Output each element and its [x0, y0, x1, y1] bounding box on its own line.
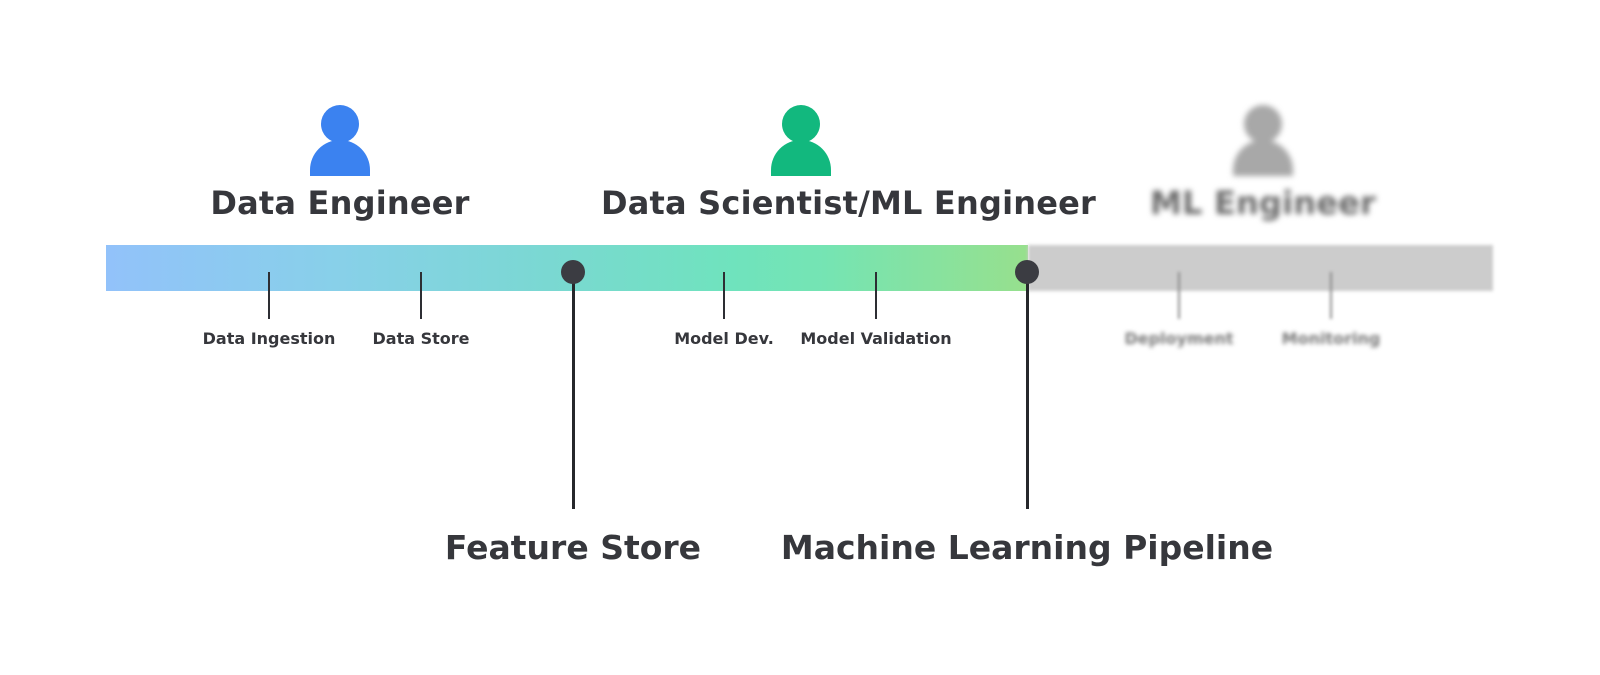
milestone-connector	[1026, 280, 1029, 509]
stage-label: Data Ingestion	[202, 329, 336, 348]
role-data-engineer: Data Engineer	[140, 104, 540, 222]
stage-label: Model Dev.	[674, 329, 774, 348]
role-title: Data Engineer	[210, 184, 470, 222]
stage-tick	[1178, 272, 1180, 319]
milestone-marker	[561, 260, 585, 284]
person-icon	[1233, 105, 1293, 176]
stage-tick	[268, 272, 270, 319]
stage-tick	[420, 272, 422, 319]
timeline-bar-future	[1028, 245, 1493, 291]
role-title: ML Engineer	[1149, 184, 1377, 222]
stage-label: Deployment	[1124, 329, 1234, 348]
stage-label: Data Store	[372, 329, 470, 348]
milestone-marker	[1015, 260, 1039, 284]
role-data-scientist-ml-engineer: Data Scientist/ML Engineer	[601, 104, 1097, 222]
stage-tick	[1330, 272, 1332, 319]
person-icon	[310, 105, 370, 176]
milestone-connector	[572, 280, 575, 509]
milestone-label-ml-pipeline: Machine Learning Pipeline	[780, 528, 1274, 567]
stage-label: Model Validation	[800, 329, 952, 348]
role-ml-engineer: ML Engineer	[1063, 104, 1463, 222]
role-title: Data Scientist/ML Engineer	[601, 184, 1097, 222]
stage-tick	[723, 272, 725, 319]
stage-tick	[875, 272, 877, 319]
milestone-label-feature-store: Feature Store	[444, 528, 702, 567]
stage-label: Monitoring	[1281, 329, 1381, 348]
person-icon	[771, 105, 831, 176]
